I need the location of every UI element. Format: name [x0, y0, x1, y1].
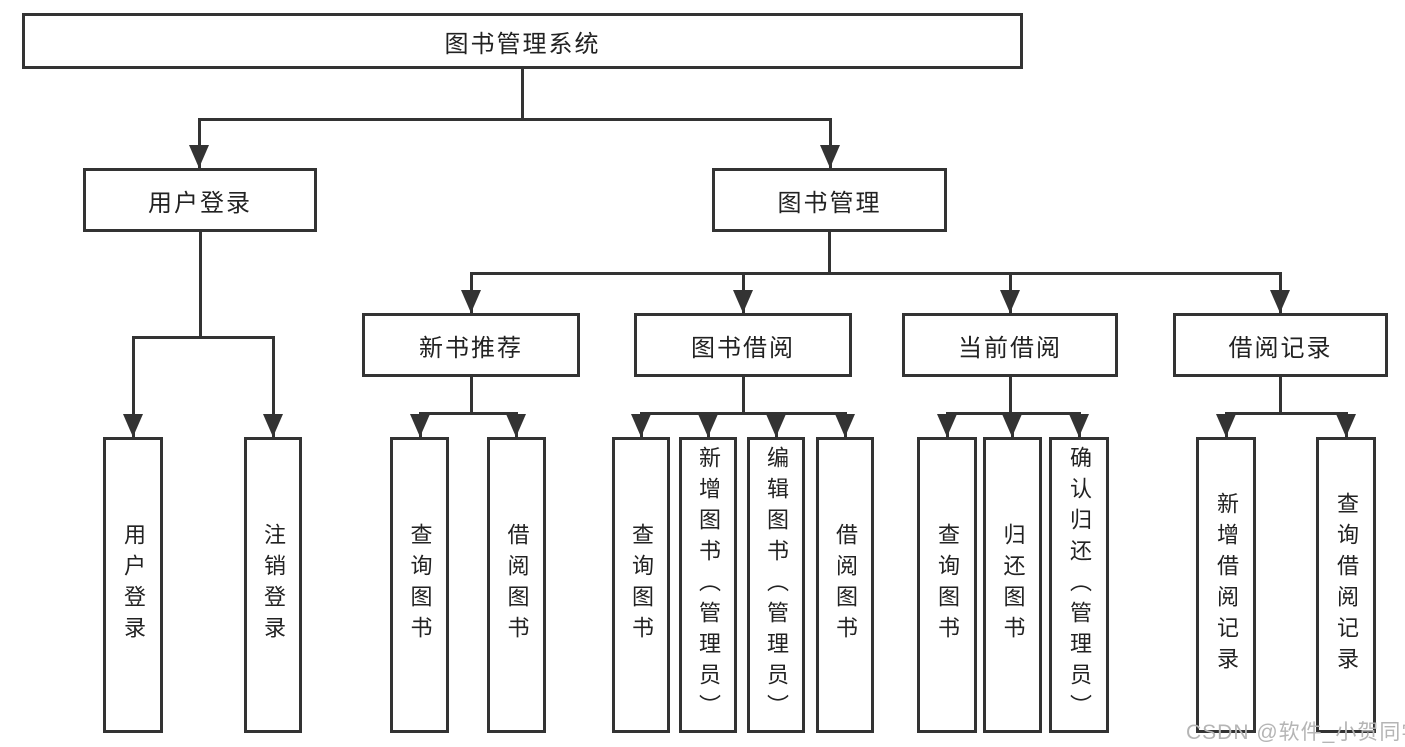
- connector-book-mgmt-hline: [469, 272, 1282, 275]
- leaf-current-query: 查询图书: [917, 437, 977, 733]
- arrow-borrow-record-leaf-2: [1336, 412, 1356, 437]
- arrowhead-icon: [123, 414, 143, 437]
- arrow-current-borrow-leaf-2: [1002, 412, 1022, 437]
- leaf-borrow-edit-admin: 编辑图书（管理员）: [747, 437, 805, 733]
- node-new-book: 新书推荐: [362, 313, 580, 377]
- arrowhead-icon: [410, 414, 430, 437]
- arrowhead-icon: [1216, 414, 1236, 437]
- leaf-user-login: 用户登录: [103, 437, 163, 733]
- arrow-book-borrow-leaf-1: [631, 412, 651, 437]
- arrow-book-borrow-leaf-4: [835, 412, 855, 437]
- arrowhead-icon: [766, 414, 786, 437]
- arrow-to-book-mgmt: [820, 118, 840, 168]
- node-book-borrow: 图书借阅: [634, 313, 852, 377]
- arrowhead-icon: [937, 414, 957, 437]
- arrow-book-borrow-leaf-2: [698, 412, 718, 437]
- leaf-borrow-query: 查询图书: [612, 437, 670, 733]
- arrow-book-borrow-leaf-3: [766, 412, 786, 437]
- leaf-record-add: 新增借阅记录: [1196, 437, 1256, 733]
- arrow-to-book-borrow: [733, 272, 753, 313]
- arrowhead-icon: [733, 290, 753, 313]
- csdn-watermark: CSDN @软件_小贺同学: [1186, 721, 1405, 744]
- arrow-current-borrow-leaf-3: [1069, 412, 1089, 437]
- connector-user-login-vline: [198, 232, 202, 339]
- arrowhead-icon: [631, 414, 651, 437]
- connector-new-book-vline: [469, 377, 473, 415]
- arrow-new-book-leaf-1: [410, 412, 430, 437]
- node-user-login: 用户登录: [83, 168, 317, 232]
- leaf-current-return: 归还图书: [983, 437, 1042, 733]
- arrowhead-icon: [1000, 290, 1020, 313]
- connector-root-hline: [197, 118, 832, 121]
- arrowhead-icon: [263, 414, 283, 437]
- connector-borrow-record-vline: [1278, 377, 1282, 415]
- arrow-to-new-book: [461, 272, 481, 313]
- arrowhead-icon: [461, 290, 481, 313]
- arrow-to-current-borrow: [1000, 272, 1020, 313]
- arrowhead-icon: [1336, 414, 1356, 437]
- arrow-to-leaf-logout: [263, 336, 283, 437]
- connector-new-book-hline: [418, 412, 518, 415]
- arrow-to-user-login: [189, 118, 209, 168]
- arrowhead-icon: [506, 414, 526, 437]
- connector-book-borrow-hline: [639, 412, 847, 415]
- arrowhead-icon: [1002, 414, 1022, 437]
- leaf-borrow-book: 借阅图书: [816, 437, 874, 733]
- arrowhead-icon: [1069, 414, 1089, 437]
- arrow-borrow-record-leaf-1: [1216, 412, 1236, 437]
- arrow-to-borrow-record: [1270, 272, 1290, 313]
- arrowhead-icon: [1270, 290, 1290, 313]
- leaf-current-confirm-admin: 确认归还（管理员）: [1049, 437, 1109, 733]
- leaf-record-query: 查询借阅记录: [1316, 437, 1376, 733]
- arrowhead-icon: [835, 414, 855, 437]
- leaf-new-book-borrow: 借阅图书: [487, 437, 546, 733]
- connector-borrow-record-hline: [1224, 412, 1348, 415]
- connector-book-borrow-vline: [741, 377, 745, 415]
- leaf-new-book-query: 查询图书: [390, 437, 449, 733]
- leaf-borrow-add-admin: 新增图书（管理员）: [679, 437, 737, 733]
- arrowhead-icon: [189, 145, 209, 168]
- node-current-borrow: 当前借阅: [902, 313, 1118, 377]
- arrowhead-icon: [698, 414, 718, 437]
- connector-root-vline: [520, 69, 524, 118]
- leaf-logout: 注销登录: [244, 437, 302, 733]
- arrow-to-leaf-login: [123, 336, 143, 437]
- node-borrow-record: 借阅记录: [1173, 313, 1388, 377]
- arrow-current-borrow-leaf-1: [937, 412, 957, 437]
- connector-user-login-hline: [131, 336, 275, 339]
- arrowhead-icon: [820, 145, 840, 168]
- arrow-new-book-leaf-2: [506, 412, 526, 437]
- node-book-mgmt: 图书管理: [712, 168, 947, 232]
- node-root: 图书管理系统: [22, 13, 1023, 69]
- connector-current-borrow-vline: [1008, 377, 1012, 415]
- connector-book-mgmt-vline: [827, 232, 831, 275]
